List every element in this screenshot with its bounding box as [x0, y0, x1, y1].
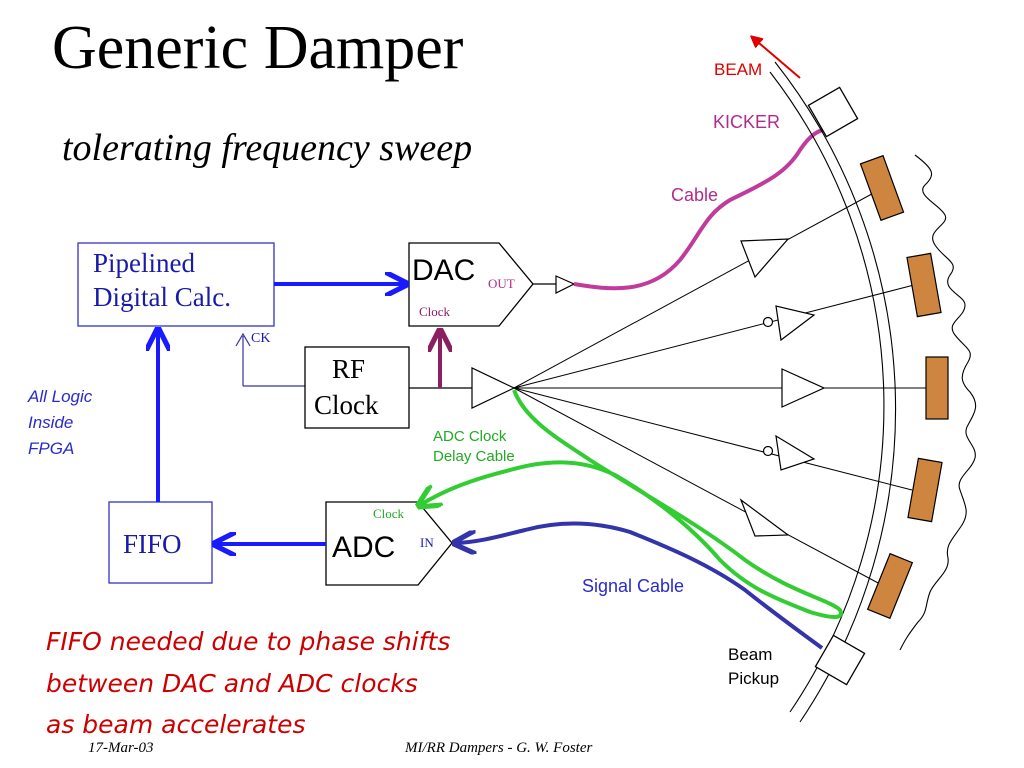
dac-block [408, 242, 534, 327]
fifo-label: FIFO [123, 529, 182, 559]
fanout-buffer-2 [775, 305, 816, 342]
shield-wavy-line [899, 154, 977, 651]
rf-cavity-4 [907, 457, 943, 523]
fifo-block [108, 501, 213, 584]
beam-pickup-device [814, 634, 866, 686]
adc-clock-label: Clock [373, 506, 405, 521]
rf-clock-block [304, 346, 410, 429]
fanout-line-2 [513, 284, 915, 389]
fpga-label-3: FPGA [28, 439, 74, 458]
fanout-buffer-5 [739, 498, 790, 537]
adc-clock-cable-label-2: Delay Cable [433, 448, 515, 465]
clock-distribution-buffer [471, 367, 516, 409]
kicker-amp [555, 275, 576, 294]
pipelined-calc-label-2: Digital Calc. [93, 282, 231, 312]
footer-date: 17-Mar-03 [88, 740, 154, 756]
rf-clock-label-2: Clock [314, 390, 379, 420]
fanout-buffer-1 [740, 238, 790, 279]
rf-cavity-5 [866, 552, 914, 620]
signal-cable [456, 521, 824, 650]
dac-out-label: OUT [488, 276, 515, 291]
footer-credit: MI/RR Dampers - G. W. Foster [404, 740, 593, 756]
inverter-bubble-2 [762, 445, 774, 457]
pipelined-calc-label-1: Pipelined [93, 248, 195, 278]
beam-pickup-label-2: Pickup [728, 669, 779, 688]
adc-clock-delay-cable [420, 389, 843, 619]
fanout-buffer-3 [781, 368, 826, 408]
rf-cavity-2 [906, 252, 942, 318]
fpga-label-1: All Logic [27, 387, 93, 406]
inverter-bubble-1 [762, 316, 774, 328]
note-line-3: as beam accelerates [46, 710, 306, 739]
beam-pickup-label-1: Beam [728, 645, 772, 664]
fanout-line-1 [513, 188, 882, 389]
page-title: Generic Damper [52, 14, 464, 82]
cable-label: Cable [671, 185, 718, 205]
pipelined-calc-block [77, 242, 275, 327]
rf-cavity-3 [925, 356, 949, 420]
kicker-label: KICKER [713, 112, 780, 132]
dac-clock-label: Clock [419, 304, 451, 319]
beam-ring-outer [774, 61, 897, 723]
ck-input-line [235, 332, 251, 386]
beam-label: BEAM [714, 60, 762, 79]
rf-clock-label-1: RF [332, 354, 365, 384]
fanout-line-5 [513, 387, 881, 585]
adc-block [325, 501, 453, 586]
beam-ring-inner [769, 71, 885, 713]
dac-label: DAC [412, 254, 475, 287]
adc-label: ADC [332, 531, 395, 564]
kicker-cable [573, 126, 831, 291]
ck-label: CK [251, 331, 270, 346]
rf-cavity-1 [859, 154, 905, 222]
signal-cable-label: Signal Cable [582, 576, 684, 596]
page-subtitle: tolerating frequency sweep [62, 127, 472, 169]
fanout-line-4 [513, 387, 913, 491]
adc-clock-cable-label-1: ADC Clock [433, 428, 507, 445]
kicker-device [807, 86, 859, 138]
note-line-2: between DAC and ADC clocks [46, 669, 418, 698]
note-line-1: FIFO needed due to phase shifts [46, 627, 450, 656]
fanout-buffer-4 [775, 434, 816, 471]
beam-direction-arrow [752, 37, 801, 79]
adc-in-label: IN [420, 535, 434, 550]
fpga-label-2: Inside [28, 413, 73, 432]
